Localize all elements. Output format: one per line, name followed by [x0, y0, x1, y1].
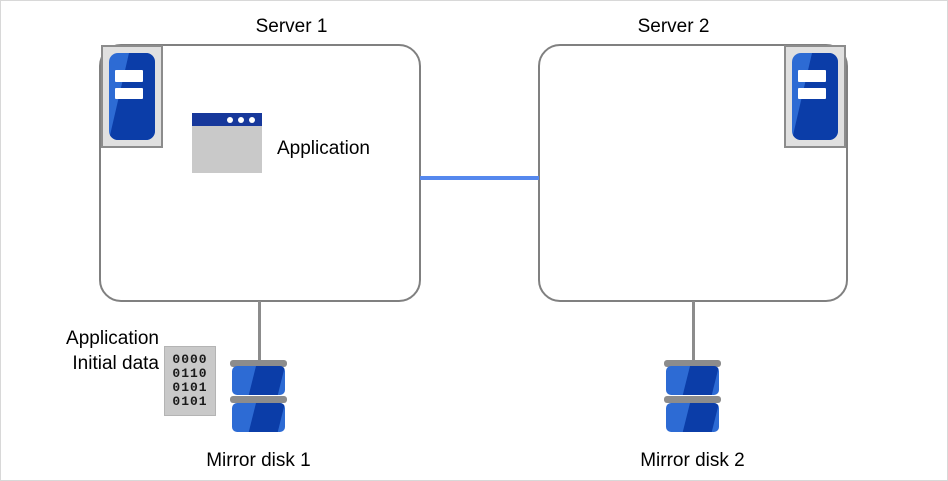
application-window-body	[192, 126, 262, 173]
disk-icon	[664, 360, 721, 432]
disk-segment-1	[232, 366, 285, 395]
server-icon	[101, 45, 163, 148]
disk-plate-top	[230, 360, 287, 367]
server-icon-bar-2	[114, 87, 144, 100]
server-icon-chip	[792, 53, 838, 140]
server2-title: Server 2	[637, 16, 710, 37]
disk-segment-1	[666, 366, 719, 395]
server-icon-chip	[109, 53, 155, 140]
binary-row-1: 0000	[172, 352, 208, 367]
disk-plate-top	[664, 360, 721, 367]
server1-disk1-connector	[258, 301, 261, 361]
server-icon-bar-1	[797, 70, 827, 82]
mirror-disk-2-label: Mirror disk 2	[640, 450, 745, 471]
server-icon-bar-1	[114, 70, 144, 82]
binary-row-2: 0110	[172, 366, 208, 381]
server-icon	[784, 45, 846, 148]
mirror-disk-1-label: Mirror disk 1	[206, 450, 311, 471]
server2-disk2-connector	[692, 301, 695, 361]
application-label: Application	[277, 138, 370, 159]
interconnect-link	[420, 176, 539, 180]
disk-icon	[230, 360, 287, 432]
binary-row-3: 0101	[172, 380, 208, 395]
caption-line-2: Initial data	[72, 353, 159, 374]
binary-data-icon: 0000 0110 0101 0101	[164, 346, 216, 416]
server-icon-bar-2	[797, 87, 827, 100]
window-dot-1	[227, 117, 233, 123]
application-window-icon	[192, 113, 262, 173]
window-dot-3	[249, 117, 255, 123]
application-initial-data-caption: Application Initial data	[21, 326, 159, 376]
window-dot-2	[238, 117, 244, 123]
application-window-titlebar	[192, 113, 262, 126]
disk-plate-mid	[664, 396, 721, 403]
disk-plate-mid	[230, 396, 287, 403]
disk-segment-2	[232, 403, 285, 432]
binary-row-4: 0101	[172, 394, 208, 409]
server1-title: Server 1	[255, 16, 328, 37]
disk-segment-2	[666, 403, 719, 432]
caption-line-1: Application	[66, 328, 159, 349]
